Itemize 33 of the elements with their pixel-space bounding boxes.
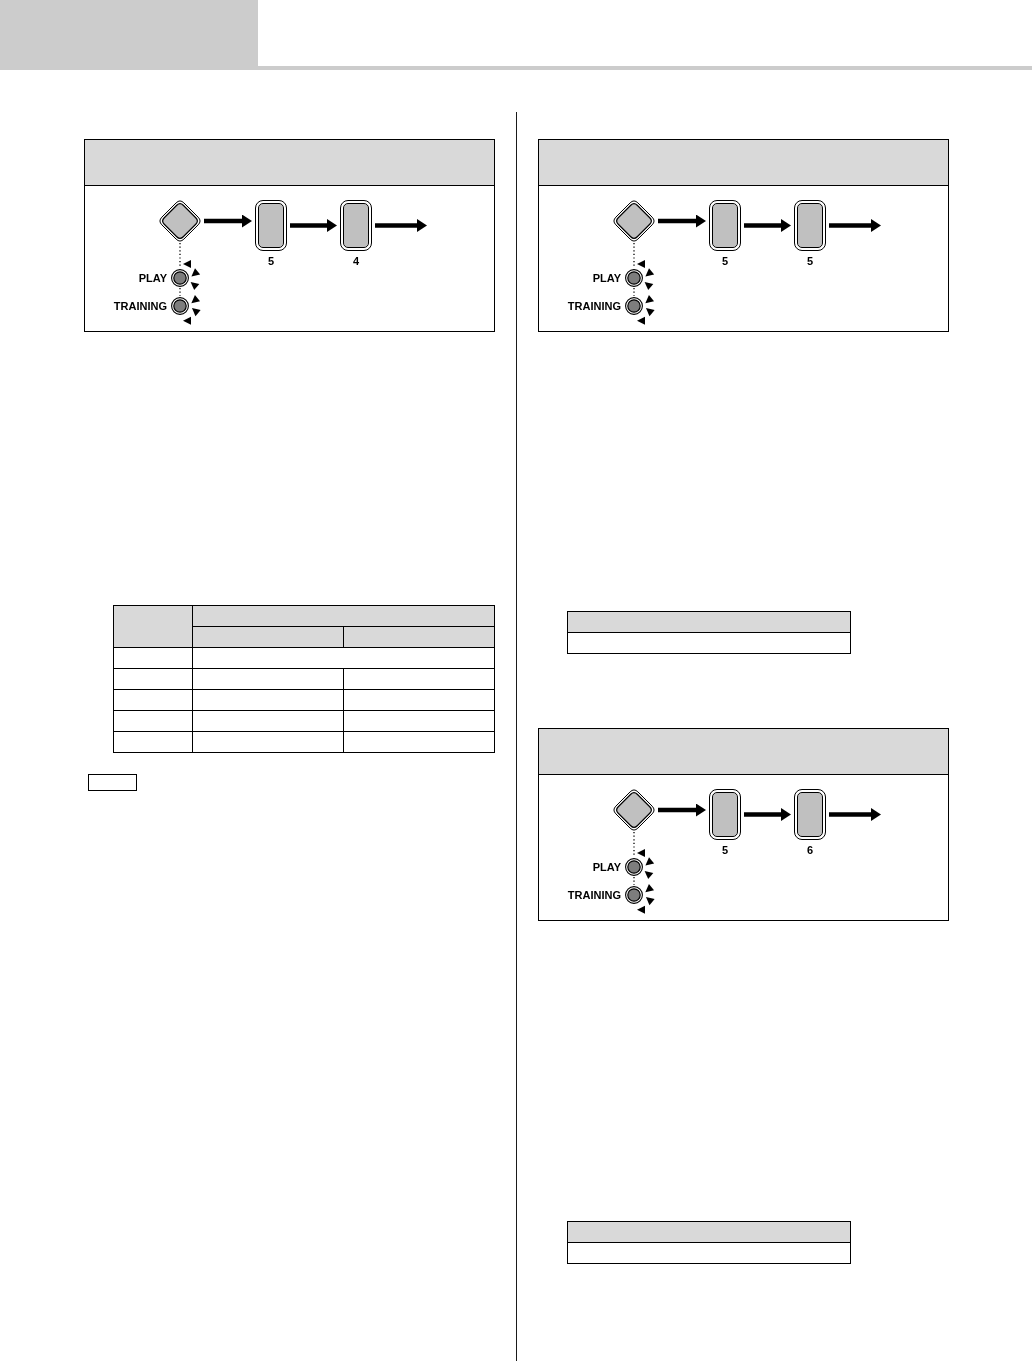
lamp-label: TRAINING bbox=[113, 299, 167, 313]
dotted-line bbox=[633, 287, 635, 297]
figure-panel bbox=[538, 139, 949, 332]
lamp-label: PLAY bbox=[138, 271, 167, 285]
arrow bbox=[829, 219, 881, 232]
arrow bbox=[744, 219, 791, 232]
dotted-line bbox=[633, 876, 635, 886]
diamond-key bbox=[613, 789, 655, 831]
dotted-line bbox=[179, 242, 181, 269]
key-number: 5 bbox=[721, 255, 729, 268]
lamp-label: TRAINING bbox=[567, 299, 621, 313]
key-number: 4 bbox=[352, 255, 360, 268]
lamp-label: TRAINING bbox=[567, 888, 621, 902]
key-number: 5 bbox=[806, 255, 814, 268]
key-number: 6 bbox=[806, 844, 814, 857]
key-number: 5 bbox=[721, 844, 729, 857]
arrow bbox=[829, 808, 881, 821]
arrow bbox=[658, 214, 706, 228]
dotted-line bbox=[633, 242, 635, 269]
arrow bbox=[375, 219, 427, 232]
key-number: 5 bbox=[267, 255, 275, 268]
arrow bbox=[290, 219, 337, 232]
dotted-line bbox=[633, 831, 635, 858]
diamond-key bbox=[613, 200, 655, 242]
lamp-label: PLAY bbox=[592, 860, 621, 874]
lamp-label: PLAY bbox=[592, 271, 621, 285]
arrow bbox=[204, 214, 252, 228]
arrow bbox=[744, 808, 791, 821]
figure-panel bbox=[538, 728, 949, 921]
dotted-line bbox=[179, 287, 181, 297]
diamond-key bbox=[159, 200, 201, 242]
arrow bbox=[658, 803, 706, 817]
figure-panel bbox=[84, 139, 495, 332]
